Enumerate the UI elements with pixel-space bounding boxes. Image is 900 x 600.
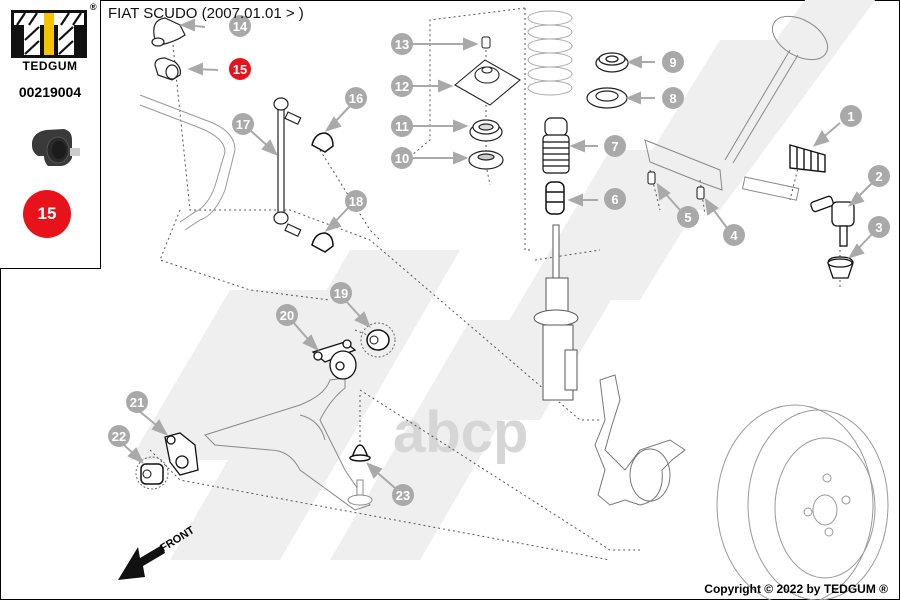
- callout-16[interactable]: 16: [345, 87, 367, 109]
- svg-text:11: 11: [395, 119, 409, 134]
- part-11-strut-bearing: [469, 119, 503, 142]
- abcp-watermark: abcp: [393, 400, 528, 465]
- part-3-ball-joint-boot: [827, 256, 854, 279]
- svg-text:17: 17: [236, 117, 250, 132]
- part-info-panel: ® TEDGUM 00219004 15: [0, 0, 101, 269]
- part-8-spring-pad: [586, 87, 628, 109]
- svg-text:5: 5: [684, 210, 691, 225]
- callout-badges: 1 2 3 4 5 6 7 8 9 10 11 12 13 14 15 16 1…: [108, 15, 890, 506]
- part-23-ball-joint-boot: [349, 444, 371, 462]
- svg-text:13: 13: [395, 37, 409, 52]
- part-2-tie-rod-end: [810, 195, 855, 247]
- part-12-strut-top-mount: [454, 59, 521, 106]
- svg-text:3: 3: [875, 220, 882, 235]
- part-9-bearing: [595, 52, 629, 73]
- svg-text:12: 12: [395, 79, 409, 94]
- brand-name: TEDGUM: [22, 59, 78, 73]
- registered-mark: ®: [90, 2, 97, 12]
- callout-arrows: [121, 18, 873, 489]
- part-20-arm-bracket-bushing: [311, 339, 357, 380]
- shock-absorber: [533, 224, 579, 401]
- callout-11[interactable]: 11: [391, 115, 413, 137]
- part-5-bushing: [647, 171, 656, 185]
- part-14-clamp: [151, 17, 186, 47]
- svg-text:1: 1: [847, 109, 854, 124]
- svg-text:15: 15: [233, 62, 247, 77]
- callout-5[interactable]: 5: [677, 206, 699, 228]
- callout-20[interactable]: 20: [276, 304, 298, 326]
- svg-text:20: 20: [280, 308, 294, 323]
- svg-text:21: 21: [130, 395, 144, 410]
- tedgum-watermark: [130, 0, 876, 560]
- stabilizer-bar: [139, 94, 236, 231]
- svg-text:19: 19: [334, 286, 348, 301]
- part-15-stabilizer-bushing: [154, 57, 182, 81]
- callout-23[interactable]: 23: [392, 484, 414, 506]
- callout-19[interactable]: 19: [330, 282, 352, 304]
- callout-21[interactable]: 21: [126, 391, 148, 413]
- steering-assembly: [644, 15, 828, 201]
- svg-text:4: 4: [730, 228, 738, 243]
- callout-13[interactable]: 13: [391, 33, 413, 55]
- part-4-bushing: [696, 186, 705, 200]
- svg-text:22: 22: [112, 429, 126, 444]
- part-number: 00219004: [18, 84, 82, 100]
- svg-text:23: 23: [396, 488, 410, 503]
- coil-spring: [527, 10, 573, 96]
- callout-18[interactable]: 18: [345, 190, 367, 212]
- vehicle-title: FIAT SCUDO (2007.01.01 > ): [108, 5, 304, 22]
- svg-text:8: 8: [669, 91, 676, 106]
- callout-14[interactable]: 14: [229, 15, 251, 37]
- svg-text:9: 9: [669, 55, 676, 70]
- copyright-notice: Copyright © 2022 by TEDGUM ®: [704, 582, 888, 596]
- part-18-link-boot: [311, 232, 334, 253]
- svg-text:2: 2: [875, 169, 882, 184]
- callout-1[interactable]: 1: [840, 105, 862, 127]
- callout-15[interactable]: 15: [229, 58, 251, 80]
- svg-text:18: 18: [349, 194, 363, 209]
- svg-text:10: 10: [395, 151, 409, 166]
- callout-10[interactable]: 10: [391, 147, 413, 169]
- part-1-steering-boot: [789, 144, 826, 173]
- callout-8[interactable]: 8: [662, 87, 684, 109]
- callout-4[interactable]: 4: [723, 224, 745, 246]
- svg-text:14: 14: [233, 19, 248, 34]
- callout-2[interactable]: 2: [868, 165, 890, 187]
- svg-text:7: 7: [611, 139, 618, 154]
- callout-6[interactable]: 6: [604, 188, 626, 210]
- callout-9[interactable]: 9: [662, 51, 684, 73]
- steering-knuckle: [594, 374, 686, 506]
- callout-3[interactable]: 3: [868, 216, 890, 238]
- part-21-arm-bracket: [164, 432, 199, 476]
- selected-position-badge: 15: [23, 190, 71, 238]
- callout-22[interactable]: 22: [108, 425, 130, 447]
- ball-joint-stud: [347, 479, 373, 506]
- part-16-link-boot: [311, 132, 334, 153]
- callout-7[interactable]: 7: [604, 135, 626, 157]
- part-22-arm-bushing: [135, 456, 169, 490]
- callout-12[interactable]: 12: [391, 75, 413, 97]
- tedgum-logo-icon: [11, 10, 87, 58]
- callout-17[interactable]: 17: [232, 113, 254, 135]
- svg-text:16: 16: [349, 91, 363, 106]
- wheel-tire: [716, 404, 889, 600]
- part-19-arm-bushing: [360, 322, 396, 358]
- svg-text:6: 6: [611, 192, 618, 207]
- part-thumbnail-image: [32, 129, 80, 166]
- part-10-spring-seat: [468, 150, 504, 170]
- part-17-stabilizer-link: [273, 97, 302, 238]
- part-6-bump-stop: [545, 181, 565, 215]
- part-7-dust-boot: [542, 117, 570, 174]
- front-arrow-icon: [118, 545, 165, 580]
- lower-control-arm: [204, 377, 371, 511]
- part-13-bumper: [481, 36, 491, 49]
